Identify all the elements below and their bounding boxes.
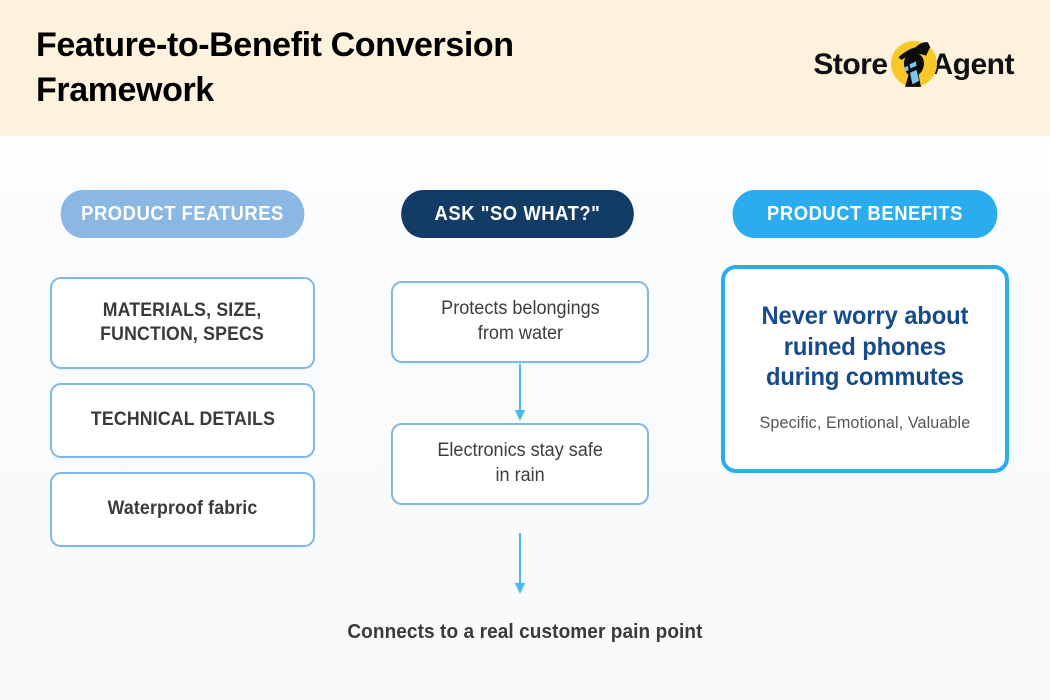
feature-card: TECHNICAL DETAILS	[50, 383, 315, 458]
column-header-wrap-features: PRODUCT FEATURES	[50, 190, 315, 238]
detective-agent-icon	[885, 35, 943, 93]
feature-card: MATERIALS, SIZE, FUNCTION, SPECS	[50, 277, 315, 369]
benefit-callout-box: Never worry about ruined phones during c…	[721, 265, 1009, 473]
ask-card: Electronics stay safe in rain	[391, 423, 649, 505]
footer-caption: Connects to a real customer pain point	[0, 621, 1050, 644]
diagram-canvas: PRODUCT FEATURES MATERIALS, SIZE, FUNCTI…	[0, 136, 1050, 700]
ask-card-label: Protects belongings from water	[440, 298, 600, 344]
page-title: Feature-to-Benefit Conversion Framework	[36, 25, 514, 109]
column-ask-so-what: ASK "SO WHAT?" Protects belongings from …	[391, 136, 649, 505]
ask-card-label: Electronics stay safe in rain	[437, 440, 603, 486]
footer-caption-label: Connects to a real customer pain point	[347, 621, 703, 643]
logo-word-agent: Agent	[931, 48, 1015, 81]
column-header-product-features: PRODUCT FEATURES	[60, 190, 305, 238]
column-product-benefits: PRODUCT BENEFITS Never worry about ruine…	[721, 136, 1009, 473]
arrow-down-icon	[391, 363, 649, 423]
benefit-subtitle: Specific, Emotional, Valuable	[759, 412, 971, 432]
feature-card-label: Waterproof fabric	[107, 498, 258, 520]
column-header-product-benefits: PRODUCT BENEFITS	[732, 190, 998, 238]
column-header-wrap-askwhat: ASK "SO WHAT?"	[391, 190, 649, 238]
arrow-down-icon-bottom	[391, 531, 649, 596]
header-band: Feature-to-Benefit Conversion Framework …	[0, 0, 1050, 136]
brand-logo: Store Agent	[813, 34, 1014, 96]
feature-card-label: TECHNICAL DETAILS	[90, 409, 275, 431]
feature-card-label: MATERIALS, SIZE, FUNCTION, SPECS	[100, 299, 265, 345]
column-header-wrap-benefits: PRODUCT BENEFITS	[721, 190, 1009, 238]
logo-word-store: Store	[813, 48, 888, 81]
column-product-features: PRODUCT FEATURES MATERIALS, SIZE, FUNCTI…	[50, 136, 315, 547]
benefit-headline: Never worry about ruined phones during c…	[761, 302, 969, 392]
feature-card: Waterproof fabric	[50, 472, 315, 547]
column-header-ask-so-what: ASK "SO WHAT?"	[401, 190, 634, 238]
ask-card: Protects belongings from water	[391, 281, 649, 363]
